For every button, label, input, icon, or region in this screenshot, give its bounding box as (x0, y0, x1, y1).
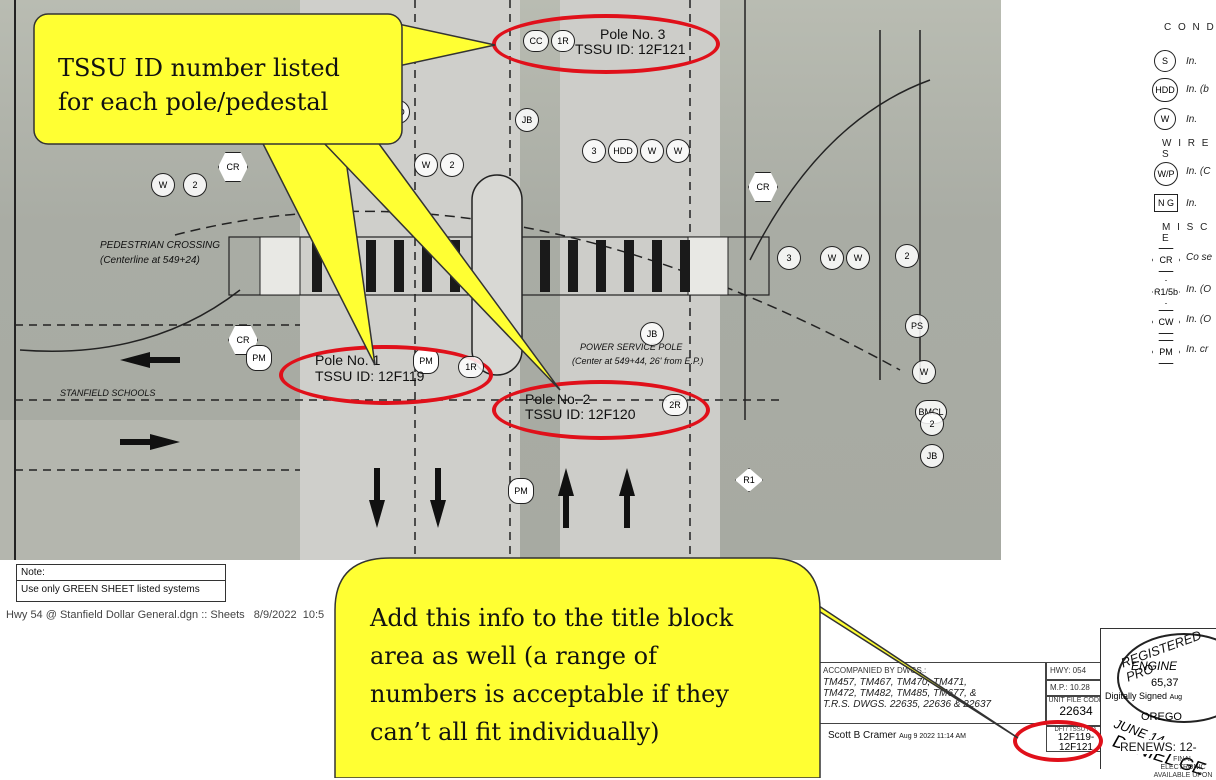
map-linework (14, 0, 931, 560)
hdd-bubble: HDD (608, 139, 638, 163)
pole-2-name: Pole No. 2 (525, 391, 591, 407)
legend-heading-wires: W I R E S (1162, 138, 1211, 160)
renews-text: RENEWS: 12- (1120, 740, 1197, 754)
pole-3-badge: 1R (551, 30, 575, 52)
wire-bubble: W (151, 173, 175, 197)
legend-heading-misc: M I S C E (1162, 222, 1210, 244)
wire-bubble: W (666, 139, 690, 163)
centerline-label: (Centerline at 549+24) (100, 255, 200, 266)
pole-1-name: Pole No. 1 (315, 352, 381, 368)
pole-1-id: TSSU ID: 12F119 (315, 368, 425, 384)
legend-badge: HDD (1152, 78, 1178, 102)
cc-bubble: CC (523, 30, 549, 52)
bottom-callout-line2: area as well (a range of (370, 642, 657, 670)
legend-badge: W (1154, 108, 1176, 130)
jb-bubble: JB (515, 108, 539, 132)
pole-2-badge: 2R (662, 394, 688, 416)
wire-bubble: W (912, 360, 936, 384)
tssu-range-highlight (1013, 720, 1103, 762)
jb-bubble: JB (640, 322, 664, 346)
top-callout-line2: for each pole/pedestal (58, 88, 329, 116)
note-label: Note: (17, 565, 225, 581)
footer-file: Hwy 54 @ Stanfield Dollar General.dgn ::… (6, 609, 325, 621)
aerial-map: PEDESTRIAN CROSSING (Centerline at 549+2… (0, 0, 1001, 560)
legend-badge: S (1154, 50, 1176, 72)
wire-bubble: W (640, 139, 664, 163)
bottom-callout-line4: can’t all fit individually) (370, 718, 660, 746)
conduit-bubble: 2 (440, 153, 464, 177)
pole-2-id: TSSU ID: 12F120 (525, 406, 636, 422)
legend-heading-conduit: C O N D (1164, 22, 1216, 33)
cr-bubble: CR (748, 172, 778, 202)
pole-3-name: Pole No. 3 (600, 26, 666, 42)
pm-bubble: PM (246, 345, 272, 371)
conduit-bubble: 3 (582, 139, 606, 163)
accompanied-dwgs-cell: ACCOMPANIED BY DWGS.: TM457, TM467, TM47… (818, 662, 1046, 724)
wire-bubble: W (414, 153, 438, 177)
legend-badge: CR (1152, 248, 1180, 272)
signer: Scott B Cramer Aug 9 2022 11:14 AM (828, 730, 966, 741)
bottom-callout-line1: Add this info to the title block (370, 604, 734, 632)
cr-bubble: CR (218, 152, 248, 182)
power-service-detail-label: (Center at 549+44, 26' from E.P.) (572, 356, 704, 366)
mp-cell: M.P.: 10.28 (1046, 680, 1106, 696)
conduit-bubble: 2 (920, 412, 944, 436)
conduit-bubble: 2 (183, 173, 207, 197)
legend-badge: CW (1152, 310, 1180, 334)
top-callout-line1: TSSU ID number listed (58, 54, 340, 82)
note-box: Note: Use only GREEN SHEET listed system… (16, 564, 226, 602)
stanfield-schools-label: STANFIELD SCHOOLS (60, 388, 156, 398)
pedestrian-crossing-label: PEDESTRIAN CROSSING (100, 240, 221, 251)
hwy-cell: HWY: 054 (1046, 662, 1106, 680)
wire-bubble: W (846, 246, 870, 270)
hdd-bubble: HDD (380, 100, 410, 124)
pm-bubble: PM (508, 478, 534, 504)
legend-badge: PM (1152, 340, 1180, 364)
legend-panel: C O N D S In. HDD In. (b W In. W I R E S… (1124, 0, 1216, 390)
pole-3-id: TSSU ID: 12F121 (575, 41, 686, 57)
legend-badge: W/P (1154, 162, 1178, 186)
note-text: Use only GREEN SHEET listed systems (21, 584, 200, 595)
bottom-callout-line3: numbers is acceptable if they (370, 680, 729, 708)
conduit-bubble: 3 (777, 246, 801, 270)
accompanied-text: TM457, TM467, TM470, TM471, TM472, TM482… (823, 677, 992, 710)
final-electronic: FINAL ELECTRONIC AVAILABLE UPON (1153, 756, 1213, 779)
accompanied-label: ACCOMPANIED BY DWGS.: (823, 666, 927, 675)
legend-badge: N G (1154, 194, 1178, 212)
legend-badge: R1/5b (1152, 280, 1180, 304)
ps-lp-bubble: PS (905, 314, 929, 338)
pole-1-badge: 1R (458, 356, 484, 378)
conduit-bubble: 2 (895, 244, 919, 268)
wire-bubble: W (820, 246, 844, 270)
pole-2-highlight (492, 380, 710, 440)
power-service-pole-label: POWER SERVICE POLE (580, 342, 683, 352)
jb-bubble: JB (920, 444, 944, 468)
